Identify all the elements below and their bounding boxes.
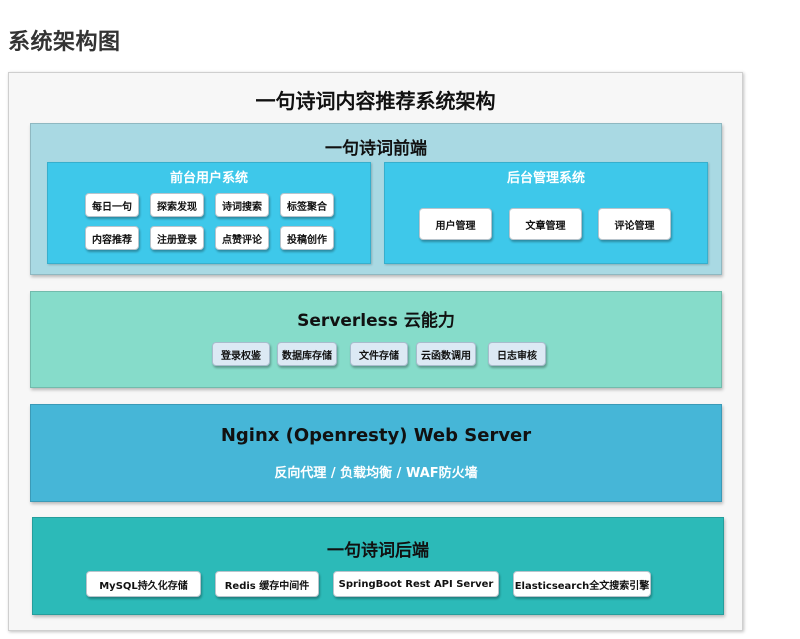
backend-mysql: MySQL持久化存储 bbox=[86, 571, 201, 597]
serverless-layer: Serverless 云能力 登录权鉴 数据库存储 文件存储 云函数调用 日志审… bbox=[30, 291, 722, 388]
admin-system-panel: 后台管理系统 用户管理 文章管理 评论管理 bbox=[384, 162, 708, 264]
backend-redis: Redis 缓存中间件 bbox=[215, 571, 319, 597]
serverless-file-storage: 文件存储 bbox=[350, 342, 408, 366]
user-feature-like-comment: 点赞评论 bbox=[215, 226, 269, 250]
nginx-layer-subtitle: 反向代理 / 负载均衡 / WAF防火墙 bbox=[274, 466, 478, 481]
user-system-title: 前台用户系统 bbox=[169, 171, 248, 186]
backend-springboot: SpringBoot Rest API Server bbox=[333, 571, 499, 597]
user-feature-tag-aggregation: 标签聚合 bbox=[280, 193, 334, 217]
serverless-layer-title: Serverless 云能力 bbox=[297, 311, 455, 331]
user-feature-explore: 探索发现 bbox=[150, 193, 204, 217]
user-feature-daily-quote: 每日一句 bbox=[85, 193, 139, 217]
backend-layer-title: 一句诗词后端 bbox=[327, 541, 429, 561]
user-feature-recommendation: 内容推荐 bbox=[85, 226, 139, 250]
user-feature-poem-search: 诗词搜索 bbox=[215, 193, 269, 217]
admin-system-title: 后台管理系统 bbox=[506, 171, 585, 186]
nginx-layer-title: Nginx (Openresty) Web Server bbox=[220, 425, 532, 446]
admin-feature-user-management: 用户管理 bbox=[419, 208, 492, 240]
serverless-log-audit: 日志审核 bbox=[488, 342, 546, 366]
frontend-layer: 一句诗词前端 前台用户系统 每日一句 探索发现 诗词搜索 标签聚合 内容推荐 注… bbox=[30, 123, 722, 275]
backend-elasticsearch: Elasticsearch全文搜索引擎 bbox=[513, 571, 651, 597]
nginx-layer: Nginx (Openresty) Web Server 反向代理 / 负载均衡… bbox=[30, 404, 722, 502]
user-feature-submission: 投稿创作 bbox=[280, 226, 334, 250]
page-heading: 系统架构图 bbox=[8, 30, 121, 55]
admin-feature-article-management: 文章管理 bbox=[509, 208, 582, 240]
architecture-diagram: 一句诗词内容推荐系统架构 一句诗词前端 前台用户系统 每日一句 探索发现 诗词搜… bbox=[8, 72, 743, 631]
backend-layer: 一句诗词后端 MySQL持久化存储 Redis 缓存中间件 SpringBoot… bbox=[32, 517, 724, 615]
user-feature-register-login: 注册登录 bbox=[150, 226, 204, 250]
serverless-cloud-function: 云函数调用 bbox=[416, 342, 476, 366]
serverless-auth: 登录权鉴 bbox=[212, 342, 270, 366]
diagram-title: 一句诗词内容推荐系统架构 bbox=[255, 89, 496, 113]
frontend-layer-title: 一句诗词前端 bbox=[325, 139, 427, 159]
admin-feature-comment-management: 评论管理 bbox=[598, 208, 671, 240]
user-system-panel: 前台用户系统 每日一句 探索发现 诗词搜索 标签聚合 内容推荐 注册登录 点赞评… bbox=[47, 162, 371, 264]
serverless-database: 数据库存储 bbox=[277, 342, 337, 366]
